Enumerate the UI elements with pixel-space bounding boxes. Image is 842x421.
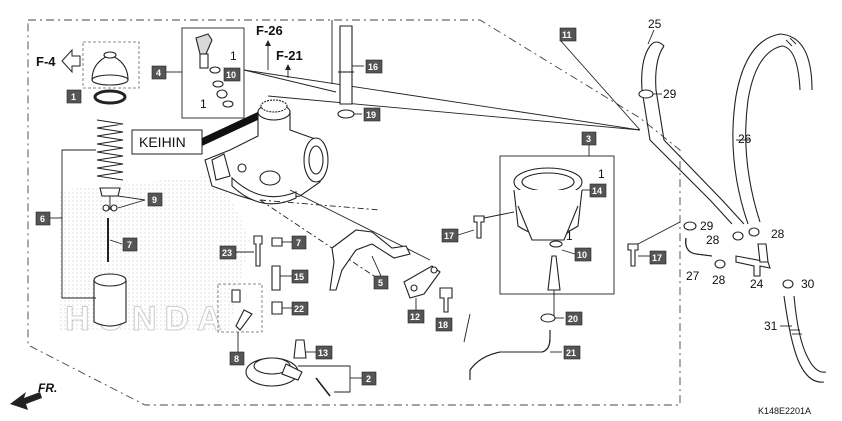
ref-f4: F-4 (36, 54, 56, 69)
label-29-mid: 29 (700, 219, 714, 233)
float-bowl-group-box (499, 155, 615, 295)
qty-1-b: 1 (200, 97, 207, 111)
throttle-lever (329, 229, 411, 291)
callout-19: 19 (366, 110, 376, 120)
ref-f4-arrow (61, 48, 81, 74)
drain-tube (339, 25, 353, 105)
diagram-code: K148E2201A (758, 406, 811, 416)
callout-2: 2 (366, 374, 371, 384)
callout-14: 14 (592, 186, 602, 196)
callout-22: 22 (294, 304, 304, 314)
callout-15: 15 (294, 272, 304, 282)
keihin-label: KEIHIN (139, 134, 186, 150)
callout-1: 1 (71, 92, 76, 102)
label-24: 24 (750, 277, 764, 291)
label-25: 25 (648, 17, 662, 31)
callout-23: 23 (222, 248, 232, 258)
washer-1 (93, 89, 127, 105)
callout-20: 20 (568, 314, 578, 324)
assembly-boundary (27, 19, 681, 406)
callout-4: 4 (156, 68, 161, 78)
label-27: 27 (686, 269, 700, 283)
callout-5: 5 (378, 278, 383, 288)
callout-16: 16 (368, 62, 378, 72)
qty-1-a: 1 (230, 49, 237, 63)
keihin-label-box (131, 129, 203, 155)
callout-3: 3 (586, 134, 591, 144)
throttle-spring (96, 119, 124, 181)
cap-outline (82, 41, 140, 89)
callout-10-bottom: 10 (577, 250, 587, 260)
honda-watermark: HONDA (65, 300, 230, 338)
carburetor-body (204, 99, 329, 205)
float (245, 357, 303, 387)
front-arrow (10, 392, 42, 410)
callout-7-needle: 7 (127, 240, 132, 250)
callout-6: 6 (40, 214, 45, 224)
group-4-box (181, 27, 245, 119)
callout-9: 9 (152, 195, 157, 205)
callout-18: 18 (438, 320, 448, 330)
label-30: 30 (801, 277, 815, 291)
float-pin (315, 377, 331, 397)
ref-f21: F-21 (276, 48, 303, 63)
callout-13: 13 (318, 348, 328, 358)
callout-7-jet: 7 (296, 238, 301, 248)
callout-17-right: 17 (652, 253, 662, 263)
front-label: FR. (38, 381, 57, 395)
label-29-top: 29 (663, 87, 677, 101)
float-bowl (513, 167, 583, 241)
label-28-c: 28 (712, 273, 726, 287)
label-28-a: 28 (706, 233, 720, 247)
drain-hose (469, 330, 551, 380)
callout-21: 21 (566, 348, 576, 358)
qty-1-c: 1 (598, 167, 605, 181)
label-31: 31 (764, 319, 778, 333)
label-26: 26 (738, 132, 752, 146)
callout-10-top: 10 (226, 70, 236, 80)
hose-31 (783, 295, 825, 383)
callout-11: 11 (562, 30, 572, 40)
hose-26 (732, 33, 813, 225)
label-28-b: 28 (771, 227, 785, 241)
group-8-box (217, 283, 263, 333)
qty-1-d: 1 (566, 229, 573, 243)
callout-8: 8 (234, 354, 239, 364)
callout-12: 12 (410, 312, 420, 322)
throttle-valve (93, 273, 127, 327)
ref-f26: F-26 (256, 23, 283, 38)
callout-17-left: 17 (444, 231, 454, 241)
hose-25 (641, 45, 733, 225)
